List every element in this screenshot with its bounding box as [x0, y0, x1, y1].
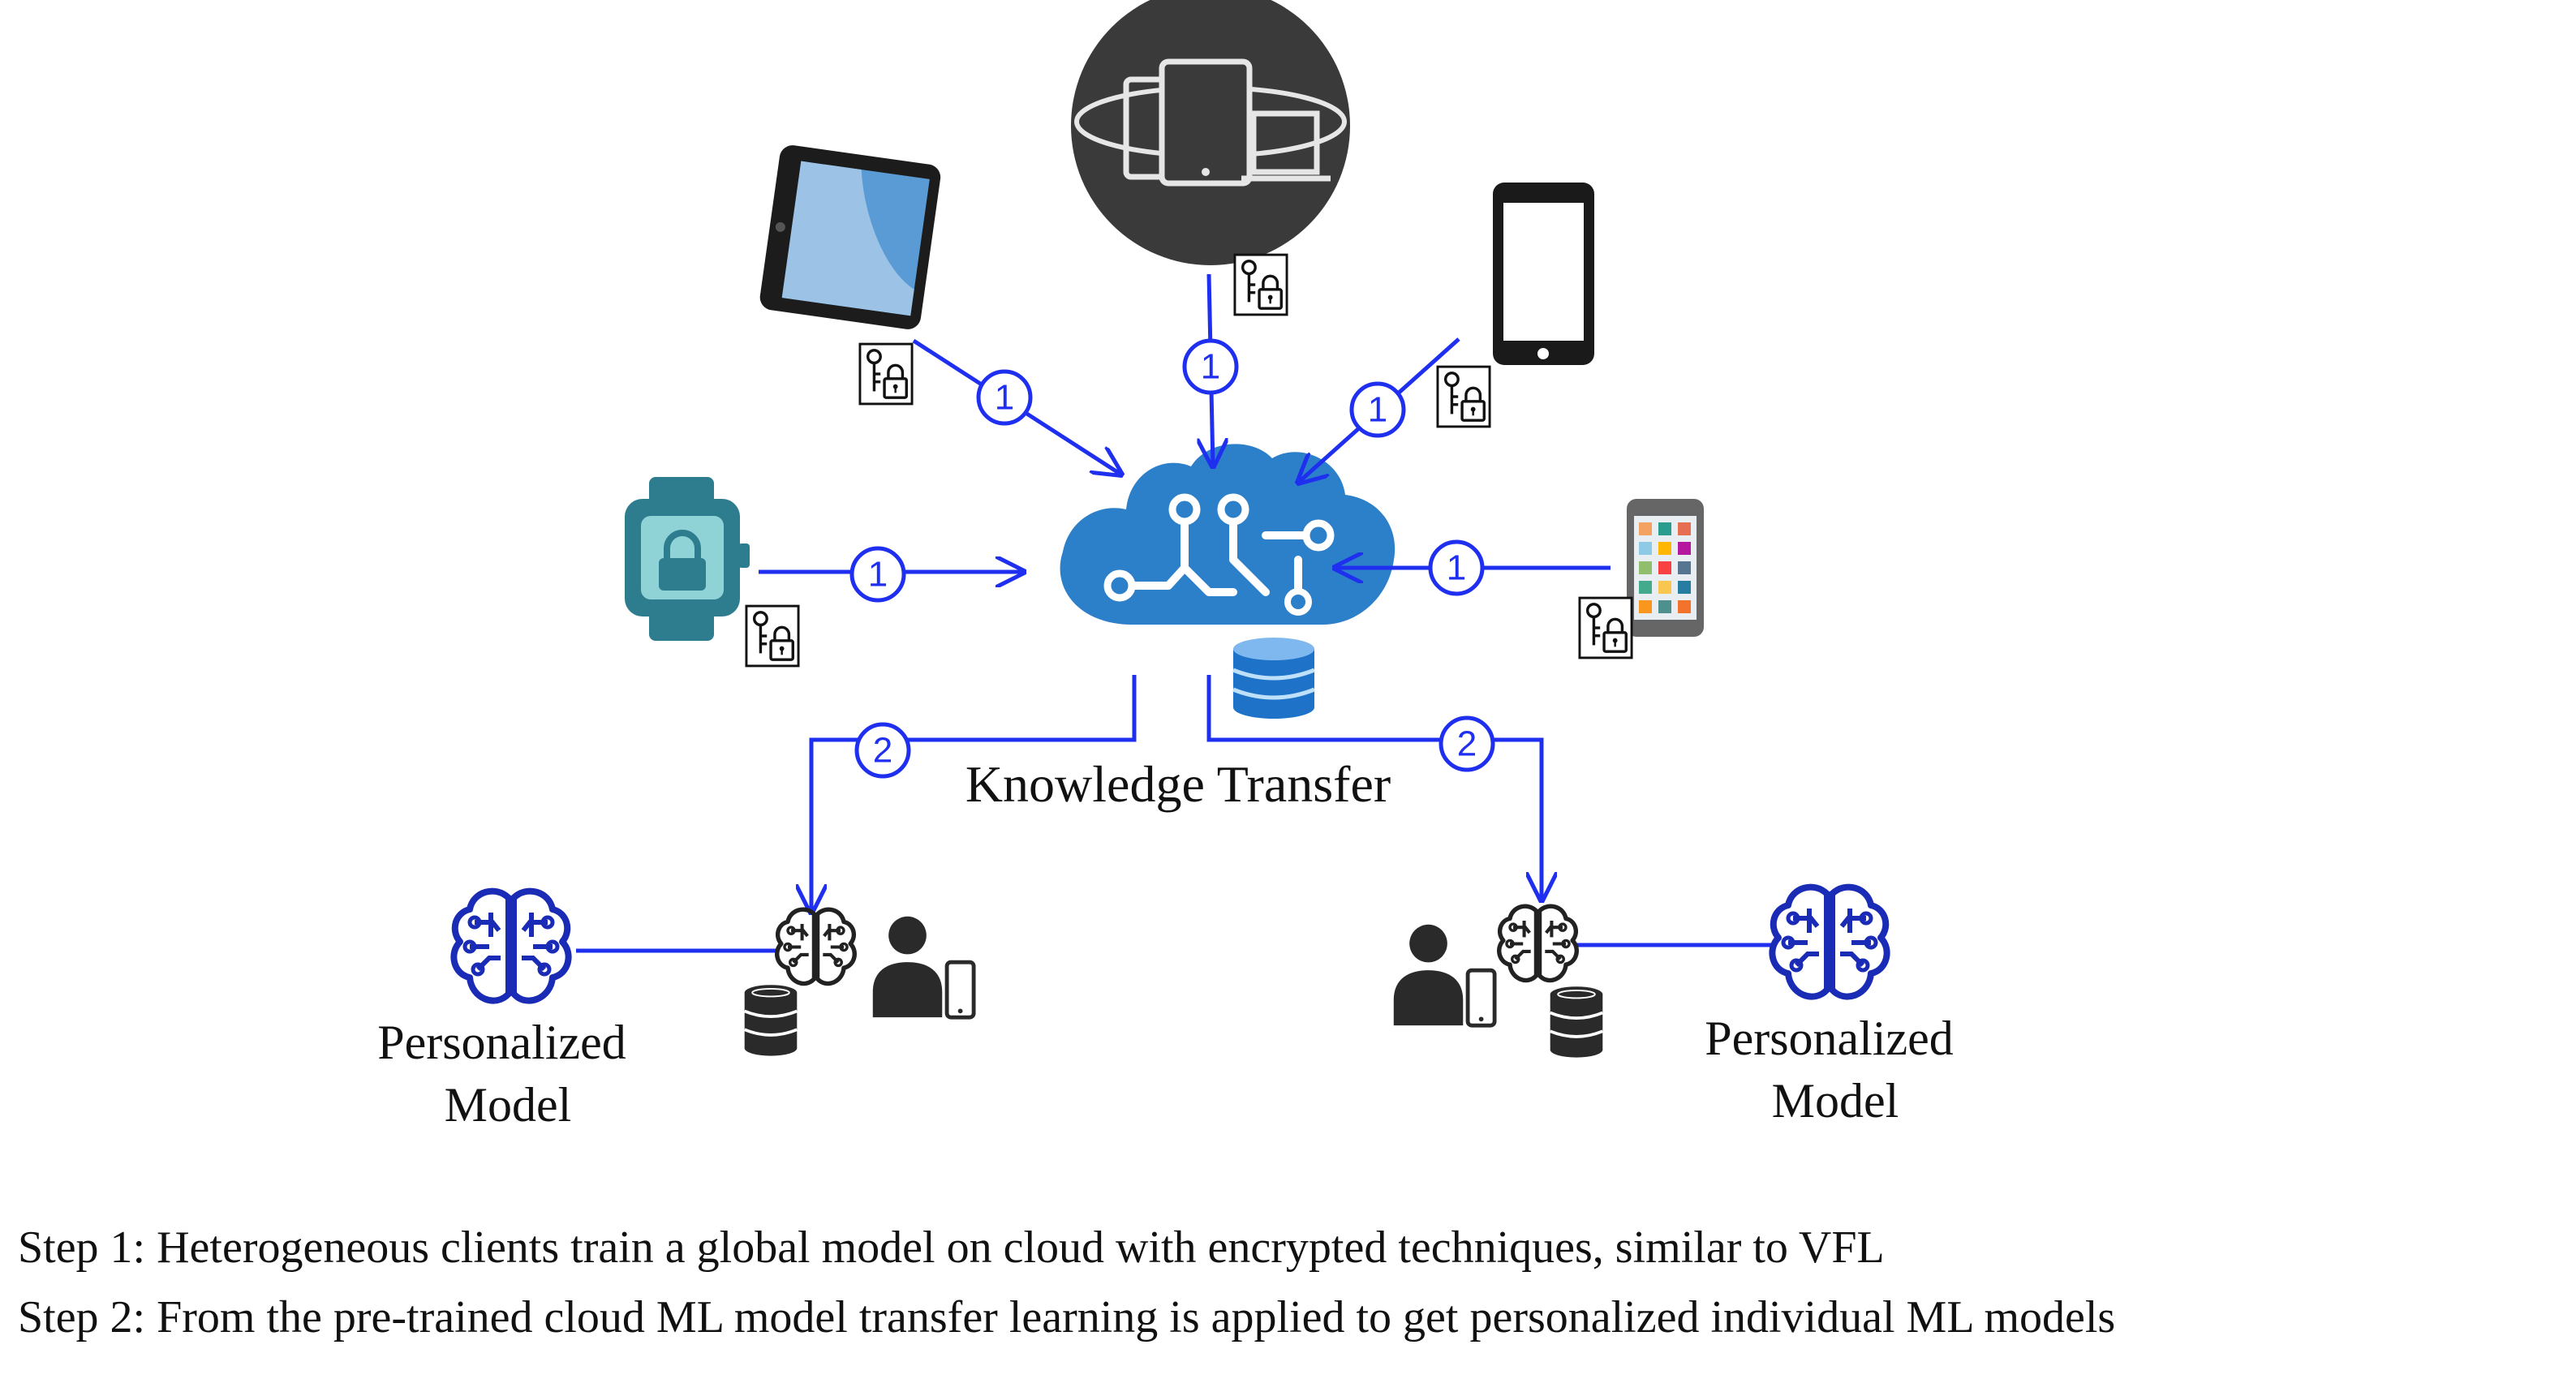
step1-marker: 1	[1428, 539, 1485, 596]
database-icon	[1232, 638, 1315, 719]
svg-text:2: 2	[1457, 724, 1477, 764]
key-lock-icon	[1436, 365, 1491, 428]
svg-text:1: 1	[1368, 390, 1387, 430]
svg-text:1: 1	[1447, 548, 1466, 588]
step1-marker: 1	[1182, 338, 1239, 395]
key-lock-icon	[1233, 253, 1288, 316]
database-icon	[742, 983, 799, 1058]
step1-marker: 1	[976, 369, 1033, 426]
step2-marker: 2	[1439, 715, 1495, 772]
smartwatch-lock-icon	[625, 477, 750, 641]
brain-icon	[1772, 887, 1886, 997]
smartphone-icon	[1493, 183, 1594, 365]
step1-marker: 1	[849, 546, 906, 603]
key-lock-icon	[858, 342, 914, 406]
step-2-description: Step 2: From the pre-trained cloud ML mo…	[18, 1292, 2116, 1342]
person-icon	[1394, 925, 1494, 1025]
key-lock-icon	[1578, 596, 1633, 659]
knowledge-transfer-label: Knowledge Transfer	[965, 755, 1391, 813]
cloud-brain-icon	[1060, 444, 1396, 625]
svg-text:2: 2	[873, 731, 892, 771]
brain-icon	[1499, 906, 1577, 980]
step-1-description: Step 1: Heterogeneous clients train a gl…	[18, 1222, 1885, 1273]
database-icon	[1548, 985, 1605, 1059]
step1-marker: 1	[1349, 381, 1406, 438]
brain-icon	[777, 909, 855, 983]
multi-device-icon	[1071, 0, 1350, 265]
key-lock-icon	[745, 604, 800, 668]
brain-icon	[454, 891, 568, 1001]
tablet-icon	[759, 145, 941, 329]
right-model-label: Personalized Model	[1705, 1012, 1966, 1128]
svg-text:1: 1	[868, 555, 888, 595]
svg-text:1: 1	[995, 378, 1014, 418]
person-icon	[873, 917, 974, 1017]
step2-marker: 2	[854, 722, 911, 779]
step2-arrows	[811, 675, 1542, 913]
left-model-label: Personalized Model	[377, 1016, 639, 1132]
svg-text:1: 1	[1201, 347, 1220, 387]
color-smartphone-icon	[1627, 499, 1704, 637]
